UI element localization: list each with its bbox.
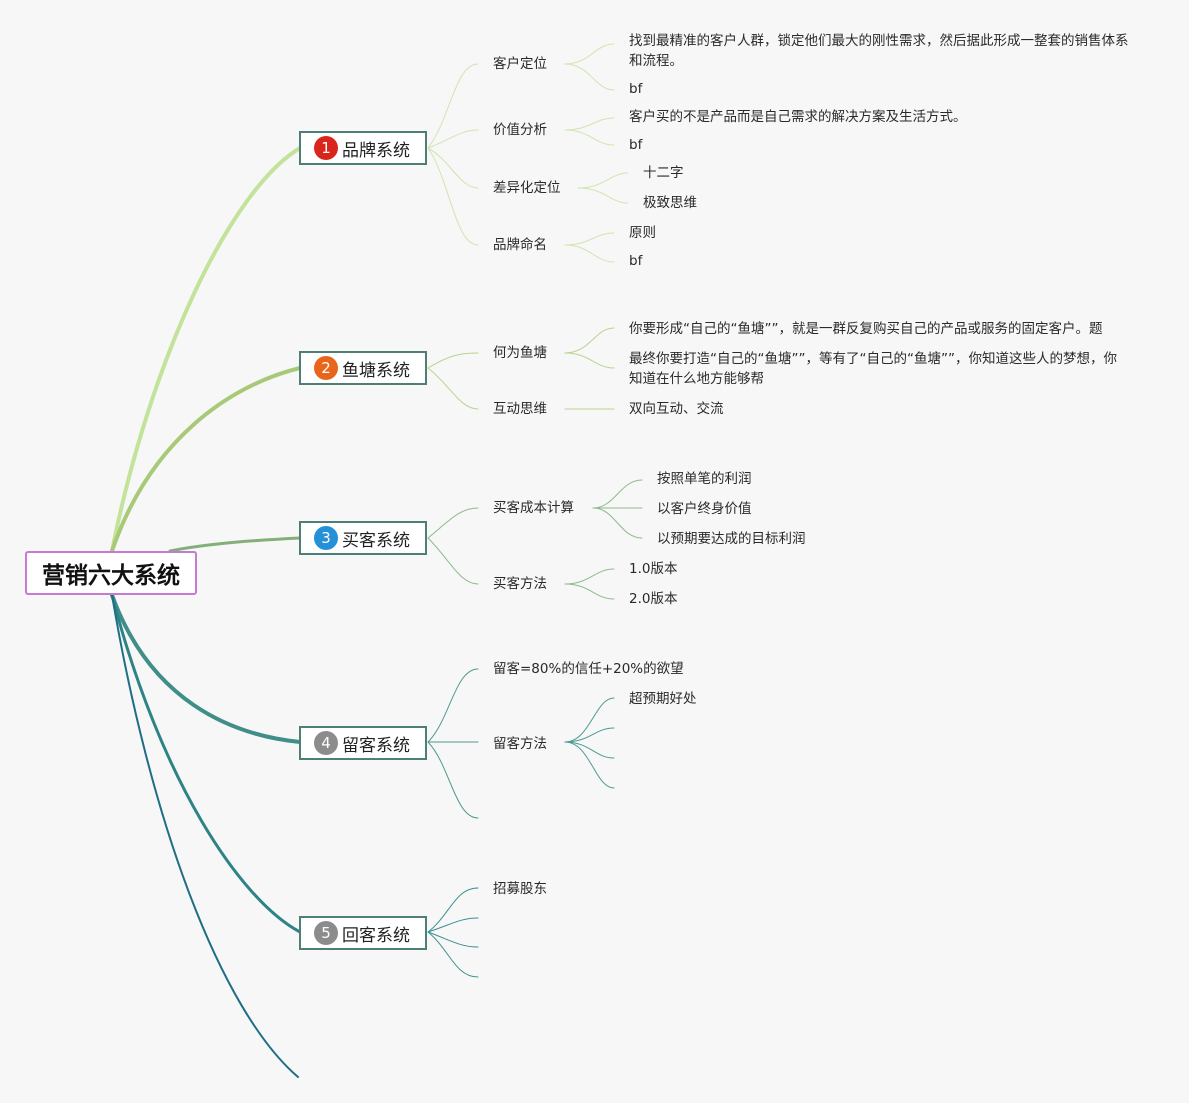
topic-label: 鱼塘系统 — [342, 360, 410, 381]
leaf-text[interactable]: bf — [629, 137, 643, 153]
topic-label: 回客系统 — [342, 925, 410, 946]
link-root-brand — [110, 146, 302, 553]
leaf-text[interactable]: 2.0版本 — [629, 591, 678, 607]
leaf-text[interactable]: 客户买的不是产品而是自己需求的解决方案及生活方式。 — [629, 109, 967, 125]
topic-label: 买客系统 — [342, 530, 410, 551]
leaf-text[interactable]: 十二字 — [643, 165, 684, 181]
link-root-acquire — [168, 536, 302, 553]
number-badge-1: 1 — [314, 136, 338, 160]
link-root-retain — [110, 593, 302, 744]
subtopic-retain-formula[interactable]: 留客=80%的信任+20%的欲望 — [493, 661, 684, 677]
topic-label: 品牌系统 — [342, 140, 410, 161]
leaf-text[interactable]: bf — [629, 253, 643, 269]
leaf-text[interactable]: 双向互动、交流 — [629, 401, 724, 417]
number-badge-3: 3 — [314, 526, 338, 550]
topic-retain-system[interactable]: 4 留客系统 — [299, 726, 427, 760]
topic-label: 留客系统 — [342, 735, 410, 756]
number-badge-5: 5 — [314, 921, 338, 945]
subtopic-value-analysis[interactable]: 价值分析 — [493, 122, 547, 138]
leaf-text[interactable]: 以客户终身价值 — [657, 501, 752, 517]
subtopic-acquire-cost[interactable]: 买客成本计算 — [493, 500, 574, 516]
link-root-pond — [110, 366, 302, 553]
leaf-text[interactable]: 1.0版本 — [629, 561, 678, 577]
link-root-return — [110, 593, 302, 934]
leaf-text[interactable]: 极致思维 — [643, 195, 697, 211]
leaf-text[interactable]: 按照单笔的利润 — [657, 471, 752, 487]
subtopic-recruit-shareholders[interactable]: 招募股东 — [493, 881, 547, 897]
topic-brand-system[interactable]: 1 品牌系统 — [299, 131, 427, 165]
leaf-text[interactable]: bf — [629, 81, 643, 97]
leaf-text[interactable]: 超预期好处 — [629, 691, 697, 707]
root-topic[interactable]: 营销六大系统 — [25, 551, 197, 595]
leaf-text[interactable]: 最终你要打造“自己的“鱼塘””，等有了“自己的“鱼塘””，你知道这些人的梦想，你… — [629, 351, 1117, 387]
subtopic-what-is-pond[interactable]: 何为鱼塘 — [493, 345, 547, 361]
subtopic-brand-naming[interactable]: 品牌命名 — [493, 237, 547, 253]
subtopic-differentiation[interactable]: 差异化定位 — [493, 180, 561, 196]
leaf-text[interactable]: 你要形成“自己的“鱼塘””，就是一群反复购买自己的产品或服务的固定客户。题 — [629, 321, 1103, 337]
number-badge-4: 4 — [314, 731, 338, 755]
topic-pond-system[interactable]: 2 鱼塘系统 — [299, 351, 427, 385]
leaf-text[interactable]: 以预期要达成的目标利润 — [657, 531, 806, 547]
subtopic-customer-positioning[interactable]: 客户定位 — [493, 56, 547, 72]
topic-acquire-system[interactable]: 3 买客系统 — [299, 521, 427, 555]
subtopic-retain-method[interactable]: 留客方法 — [493, 736, 547, 752]
leaf-text[interactable]: 找到最精准的客户人群，锁定他们最大的刚性需求，然后据此形成一整套的销售体系和流程… — [629, 33, 1129, 69]
link-root-extra — [111, 594, 299, 1078]
leaf-text[interactable]: 原则 — [629, 225, 656, 241]
subtopic-acquire-method[interactable]: 买客方法 — [493, 576, 547, 592]
number-badge-2: 2 — [314, 356, 338, 380]
topic-return-system[interactable]: 5 回客系统 — [299, 916, 427, 950]
subtopic-interaction[interactable]: 互动思维 — [493, 401, 547, 417]
